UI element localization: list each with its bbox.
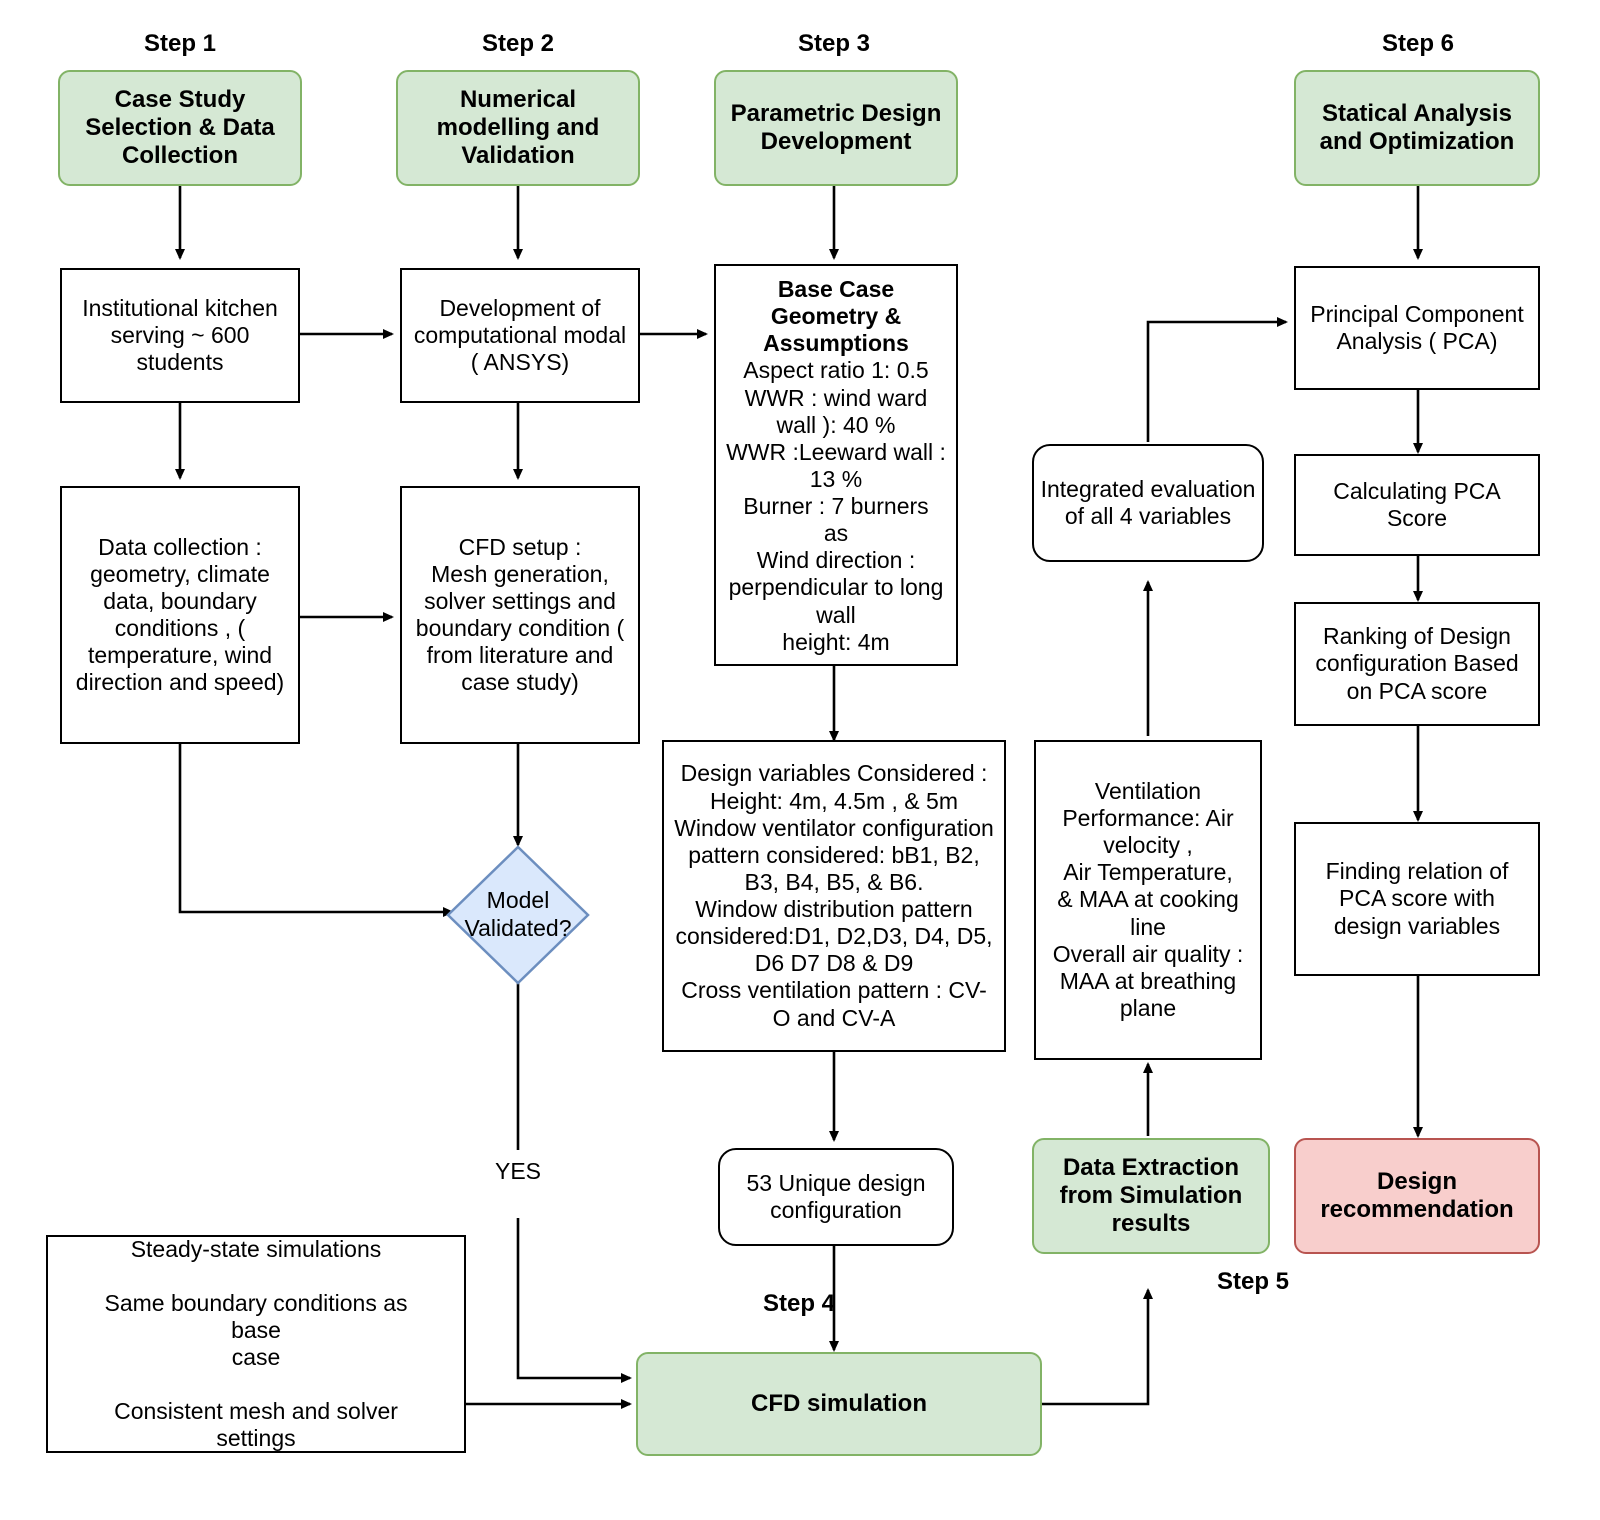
step-4-label: Step 4 [762, 1290, 836, 1317]
node-finding-relation[interactable]: Finding relation of PCA score with desig… [1294, 822, 1540, 976]
node-cfd-setup[interactable]: CFD setup : Mesh generation, solver sett… [400, 486, 640, 744]
step-1-label: Step 1 [143, 30, 217, 57]
node-unique-configurations-text: 53 Unique design configuration [746, 1169, 926, 1223]
node-step1-header-text: Case Study Selection & Data Collection [85, 85, 275, 170]
node-model-validated-label: Model Validated? [446, 845, 590, 985]
node-step2-header[interactable]: Numerical modelling and Validation [396, 70, 640, 186]
node-computational-model[interactable]: Development of computational modal ( ANS… [400, 268, 640, 403]
node-computational-model-text: Development of computational modal ( ANS… [413, 294, 627, 376]
node-pca-score[interactable]: Calculating PCA Score [1294, 454, 1540, 556]
node-simulation-settings[interactable]: Steady-state simulations Same boundary c… [46, 1235, 466, 1453]
node-step3-header[interactable]: Parametric Design Development [714, 70, 958, 186]
node-integrated-evaluation-text: Integrated evaluation of all 4 variables [1040, 475, 1256, 529]
node-model-validated[interactable] [446, 845, 590, 985]
node-cfd-simulation[interactable]: CFD simulation [636, 1352, 1042, 1456]
node-institutional-kitchen[interactable]: Institutional kitchen serving ~ 600 stud… [60, 268, 300, 403]
step-5-label: Step 5 [1216, 1268, 1290, 1295]
step-3-label: Step 3 [797, 30, 871, 57]
node-ventilation-performance-text: Ventilation Performance: Air velocity , … [1052, 777, 1244, 1021]
node-unique-configurations[interactable]: 53 Unique design configuration [718, 1148, 954, 1246]
node-step3-header-text: Parametric Design Development [730, 99, 942, 155]
node-simulation-settings-text: Steady-state simulations Same boundary c… [104, 1235, 408, 1452]
node-cfd-simulation-text: CFD simulation [750, 1389, 927, 1417]
node-step1-header[interactable]: Case Study Selection & Data Collection [58, 70, 302, 186]
node-step6-header[interactable]: Statical Analysis and Optimization [1294, 70, 1540, 186]
node-data-extraction[interactable]: Data Extraction from Simulation results [1032, 1138, 1270, 1254]
node-cfd-setup-text: CFD setup : Mesh generation, solver sett… [415, 533, 625, 696]
node-data-extraction-text: Data Extraction from Simulation results [1059, 1153, 1243, 1238]
node-ventilation-performance[interactable]: Ventilation Performance: Air velocity , … [1034, 740, 1262, 1060]
node-design-variables[interactable]: Design variables Considered : Height: 4m… [662, 740, 1006, 1052]
node-step2-header-text: Numerical modelling and Validation [436, 85, 600, 170]
node-finding-relation-text: Finding relation of PCA score with desig… [1325, 858, 1509, 939]
node-design-recommendation-text: Design recommendation [1320, 1167, 1514, 1223]
node-ranking[interactable]: Ranking of Design configuration Based on… [1294, 602, 1540, 726]
step-6-label: Step 6 [1381, 30, 1455, 57]
node-pca[interactable]: Principal Component Analysis ( PCA) [1294, 266, 1540, 390]
node-pca-score-text: Calculating PCA Score [1333, 477, 1501, 531]
node-ranking-text: Ranking of Design configuration Based on… [1315, 623, 1519, 704]
node-design-recommendation[interactable]: Design recommendation [1294, 1138, 1540, 1254]
edge-label-yes: YES [494, 1158, 542, 1184]
node-design-variables-text: Design variables Considered : Height: 4m… [674, 760, 994, 1031]
node-step6-header-text: Statical Analysis and Optimization [1319, 99, 1515, 155]
node-base-case-body: Aspect ratio 1: 0.5 WWR : wind ward wall… [726, 357, 946, 655]
node-institutional-kitchen-text: Institutional kitchen serving ~ 600 stud… [82, 294, 278, 376]
node-pca-text: Principal Component Analysis ( PCA) [1310, 300, 1524, 354]
node-base-case-title: Base Case Geometry & Assumptions [763, 276, 909, 357]
node-integrated-evaluation[interactable]: Integrated evaluation of all 4 variables [1032, 444, 1264, 562]
node-model-validated-text: Model Validated? [464, 887, 572, 941]
node-base-case[interactable]: Base Case Geometry & Assumptions Aspect … [714, 264, 958, 666]
node-data-collection-text: Data collection : geometry, climate data… [75, 533, 285, 696]
step-2-label: Step 2 [481, 30, 555, 57]
node-data-collection[interactable]: Data collection : geometry, climate data… [60, 486, 300, 744]
